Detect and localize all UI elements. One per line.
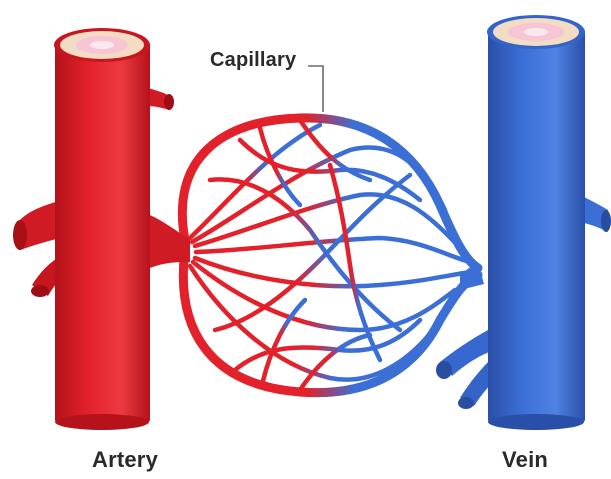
capillary-leader-line	[308, 66, 323, 112]
vein-label: Vein	[502, 447, 548, 473]
capillary-network	[182, 118, 478, 393]
capillary-label: Capillary	[210, 49, 296, 72]
capillary-inner-vessels	[190, 120, 470, 390]
artery-vessel	[13, 28, 190, 430]
artery-label: Artery	[92, 447, 158, 473]
vein-vessel	[436, 15, 611, 430]
